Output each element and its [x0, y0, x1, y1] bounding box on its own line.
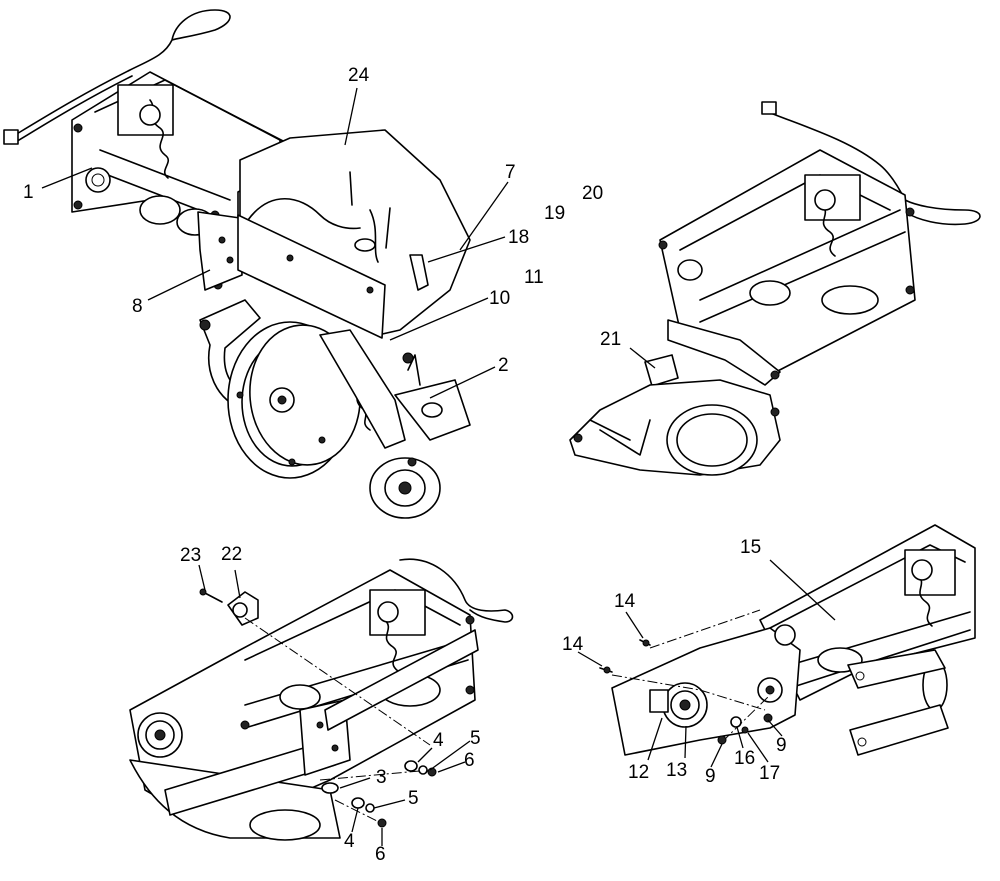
callout-12: 12 — [628, 762, 650, 783]
callout-22: 22 — [221, 544, 243, 565]
side-plate-exploded-view — [599, 524, 976, 756]
callout-14b: 14 — [562, 634, 584, 655]
callout-14a: 14 — [614, 591, 636, 612]
callout-15: 15 — [740, 537, 762, 558]
row-unit-assembly-view — [3, 9, 471, 519]
callout-16: 16 — [734, 748, 756, 769]
callout-24: 24 — [348, 65, 370, 86]
callout-6b: 6 — [375, 844, 386, 865]
leader-lines — [41, 87, 836, 846]
frame-hardware-exploded-view — [129, 558, 514, 841]
callout-5b: 5 — [408, 788, 419, 809]
callout-20: 20 — [582, 183, 604, 204]
callout-18: 18 — [508, 227, 530, 248]
callout-6a: 6 — [464, 750, 475, 771]
callout-4a: 4 — [433, 730, 444, 751]
callout-2: 2 — [498, 355, 509, 376]
callout-8: 8 — [132, 296, 143, 317]
frame-with-bracket-view — [569, 101, 981, 476]
callout-13: 13 — [666, 760, 688, 781]
callout-19: 19 — [544, 203, 566, 224]
callout-23: 23 — [180, 545, 202, 566]
callout-11: 11 — [524, 267, 544, 288]
callout-17: 17 — [759, 763, 781, 784]
callout-1: 1 — [23, 182, 34, 203]
callout-3: 3 — [376, 767, 387, 788]
callout-21: 21 — [600, 329, 622, 350]
callout-9a: 9 — [705, 766, 716, 787]
callout-7: 7 — [505, 162, 516, 183]
callout-10: 10 — [489, 288, 511, 309]
callout-5a: 5 — [470, 728, 481, 749]
callout-9b: 9 — [776, 735, 787, 756]
callout-4b: 4 — [344, 831, 355, 852]
